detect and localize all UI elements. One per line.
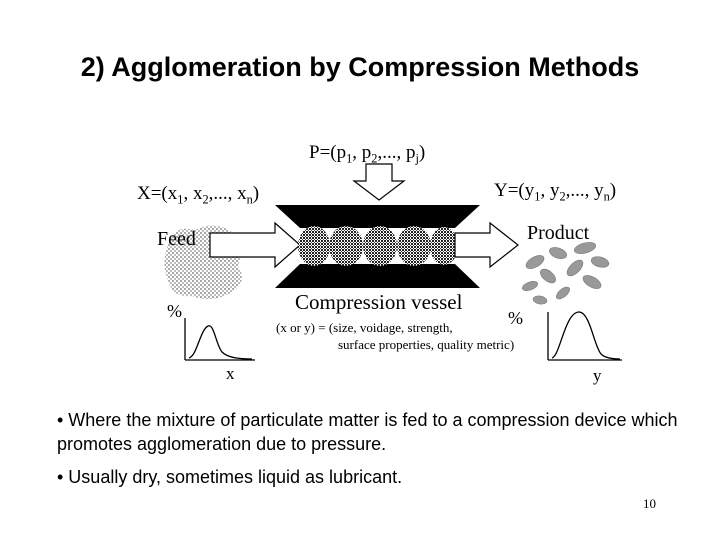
bullet-point-2: • Usually dry, sometimes liquid as lubri…	[57, 467, 403, 487]
feed-distribution-plot	[184, 318, 255, 361]
vessel-label: Compression vessel	[295, 290, 463, 314]
product-distribution-plot	[547, 311, 622, 361]
product-label: Product	[527, 222, 590, 244]
percent-label-left: %	[167, 301, 182, 321]
properties-line-1: (x or y) = (size, voidage, strength,	[276, 320, 453, 335]
slide-title: 2) Agglomeration by Compression Methods	[80, 52, 640, 82]
vessel-top-plate	[275, 205, 480, 228]
vessel-bottom-plate	[275, 264, 480, 288]
percent-label-right: %	[508, 308, 523, 328]
properties-line-2: surface properties, quality metric)	[338, 337, 515, 352]
vessel-granules	[298, 226, 458, 266]
feed-arrow	[209, 221, 301, 269]
y-axis-label: y	[593, 366, 602, 385]
x-axis-label: x	[226, 364, 235, 383]
pressure-arrow	[352, 163, 406, 201]
pressure-variable: P=(p1, p2,..., pj)	[309, 142, 426, 166]
page-number: 10	[643, 496, 656, 511]
input-variable: X=(x1, x2,..., xn)	[137, 183, 260, 207]
bullet-point-1: • Where the mixture of particulate matte…	[57, 410, 678, 454]
feed-label: Feed	[157, 228, 196, 250]
product-granules	[522, 242, 610, 305]
output-variable: Y=(y1, y2,..., yn)	[494, 180, 617, 204]
product-arrow	[454, 221, 519, 269]
